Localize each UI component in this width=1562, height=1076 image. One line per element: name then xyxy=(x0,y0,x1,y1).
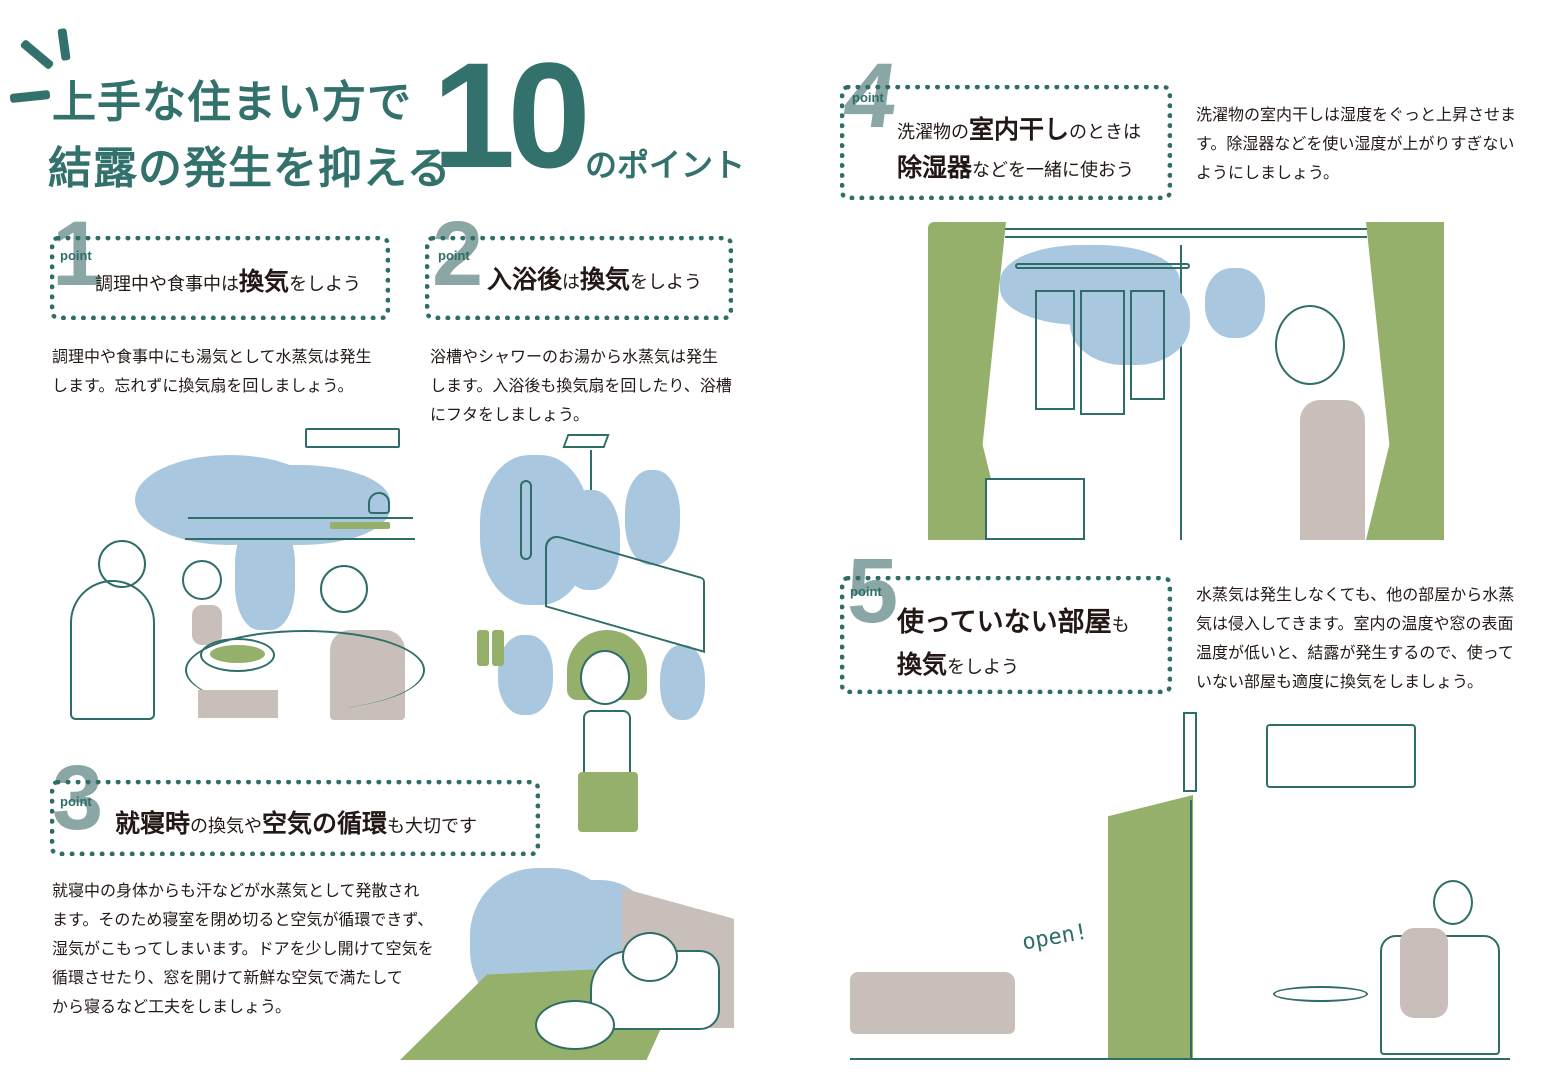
air-conditioner-icon xyxy=(1266,724,1416,788)
heading-emphasis: 空気の循環 xyxy=(262,809,388,838)
point-5-box xyxy=(840,576,1172,694)
body-line: 洗濯物の室内干しは湿度をぐっと上昇させま xyxy=(1196,105,1517,124)
point-1-body: 調理中や食事中にも湯気として水蒸気は発生 します。忘れずに換気扇を回しましょう。 xyxy=(52,342,372,400)
open-annotation: open! xyxy=(1020,919,1090,956)
point-3-box xyxy=(50,780,540,856)
point-3-heading: 就寝時の換気や空気の循環も大切です xyxy=(115,804,477,840)
body-line: 水蒸気は発生しなくても、他の部屋から水蒸 xyxy=(1196,585,1515,604)
point-1-heading: 調理中や食事中は換気をしよう xyxy=(95,262,361,298)
point-2-body: 浴槽やシャワーのお湯から水蒸気は発生 します。入浴後も換気扇を回したり、浴槽 に… xyxy=(430,342,732,429)
heading-emphasis: 室内干し xyxy=(969,115,1070,144)
point-1-box xyxy=(50,236,390,320)
body-line: す。除湿器などを使い湿度が上がりすぎない xyxy=(1196,134,1515,153)
sleeping-girl-face xyxy=(622,932,678,982)
heading-text: は xyxy=(562,272,581,293)
title-line-2: 結露の発生を抑える xyxy=(48,143,452,194)
title-suffix: のポイント xyxy=(585,146,746,184)
point-5-label: point xyxy=(850,584,882,599)
heading-text: のときは xyxy=(1069,122,1142,143)
body-line: 調理中や食事中にも湯気として水蒸気は発生 xyxy=(52,347,372,366)
laundry-hanger-icon xyxy=(1015,263,1190,269)
body-line: 浴槽やシャワーのお湯から水蒸気は発生 xyxy=(430,347,719,366)
shirt xyxy=(1130,290,1165,400)
heading-text: も xyxy=(1111,615,1130,636)
point-2-heading: 入浴後は換気をしよう xyxy=(487,260,702,296)
wall-pillar xyxy=(1183,712,1197,792)
heading-emphasis: 換気 xyxy=(897,650,948,679)
heading-emphasis: 就寝時 xyxy=(115,809,191,838)
heading-text: 調理中や食事中は xyxy=(95,274,239,295)
point-3-body: 就寝中の身体からも汗などが水蒸気として発散され ます。そのため寝室を閉め切ると空… xyxy=(52,876,434,1021)
point-2-box xyxy=(425,236,733,320)
kettle-icon xyxy=(368,492,390,514)
body-line: 温度が低いと、結露が発生するので、使って xyxy=(1196,643,1514,662)
girl-face xyxy=(580,650,630,705)
body-line: 就寝中の身体からも汗などが水蒸気として発散され xyxy=(52,881,420,900)
point-5-number: 5 xyxy=(847,540,899,642)
point-4-heading-line-1: 洗濯物の室内干しのときは xyxy=(897,110,1141,146)
father-figure xyxy=(70,580,155,720)
point-4-body: 洗濯物の室内干しは湿度をぐっと上昇させま す。除湿器などを使い湿度が上がりすぎな… xyxy=(1196,100,1516,187)
woman-face xyxy=(1275,305,1345,385)
dehumidifier-icon xyxy=(985,478,1085,540)
heading-emphasis: 換気 xyxy=(239,267,290,296)
point-3-number: 3 xyxy=(52,747,104,849)
shirt xyxy=(1080,290,1125,415)
point-5-heading-line-2: 換気をしよう xyxy=(897,645,1019,681)
body-line: します。忘れずに換気扇を回しましょう。 xyxy=(52,376,354,395)
body-line: ようにしましょう。 xyxy=(1196,163,1340,182)
title-line-1: 上手な住まい方で xyxy=(52,77,412,128)
coffee-table xyxy=(1273,986,1368,1002)
heading-text: をしよう xyxy=(289,274,362,295)
body-line: 気は侵入してきます。室内の温度や窓の表面 xyxy=(1196,614,1514,633)
mother-face xyxy=(320,565,368,613)
point-1-label: point xyxy=(60,248,92,263)
shower-icon xyxy=(520,480,532,560)
table xyxy=(185,630,425,710)
body-line: 循環させたり、窓を開けて新鮮な空気で満たして xyxy=(52,968,403,987)
point-2-number: 2 xyxy=(432,203,484,305)
range-hood-icon xyxy=(305,428,400,448)
vent-fan-icon xyxy=(562,434,610,448)
heading-emphasis: 入浴後 xyxy=(487,265,563,294)
point-4-label: point xyxy=(852,90,884,105)
cat-icon xyxy=(535,1000,615,1050)
hotpot-icon xyxy=(200,638,275,672)
body-line: します。入浴後も換気扇を回したり、浴槽 xyxy=(430,376,732,395)
child-face xyxy=(182,560,222,600)
heading-text: も大切です xyxy=(387,816,478,837)
title-number: 10 xyxy=(432,31,591,199)
point-5-body: 水蒸気は発生しなくても、他の部屋から水蒸 気は侵入してきます。室内の温度や窓の表… xyxy=(1196,580,1514,696)
body-line: から寝るなど工夫をしましょう。 xyxy=(52,997,292,1016)
heading-text: などを一緒に使おう xyxy=(972,160,1135,181)
point-3-label: point xyxy=(60,794,92,809)
point-1-number: 1 xyxy=(52,203,104,305)
heading-emphasis: 除湿器 xyxy=(897,153,973,182)
heading-emphasis: 使っていない部屋 xyxy=(897,607,1112,638)
body-line: いない部屋も適度に換気をしましょう。 xyxy=(1196,672,1484,691)
father-face xyxy=(98,540,146,588)
body-line: 湿気がこもってしまいます。ドアを少し開けて空気を xyxy=(52,939,434,958)
heading-text: をしよう xyxy=(630,272,703,293)
point-4-box xyxy=(840,85,1172,200)
point-4-heading-line-2: 除湿器などを一緒に使おう xyxy=(897,148,1134,184)
heading-text: の換気や xyxy=(190,816,263,837)
woman-seated-face xyxy=(1433,880,1473,925)
body-line: にフタをしましょう。 xyxy=(430,405,590,424)
point-2-label: point xyxy=(438,248,470,263)
point-5-heading-line-1: 使っていない部屋も xyxy=(897,600,1130,639)
shirt xyxy=(1035,290,1075,410)
heading-emphasis: 換気 xyxy=(580,265,631,294)
body-line: ます。そのため寝室を閉め切ると空気が循環できず、 xyxy=(52,910,434,929)
heading-text: をしよう xyxy=(947,657,1020,678)
heading-text: 洗濯物の xyxy=(897,122,969,143)
